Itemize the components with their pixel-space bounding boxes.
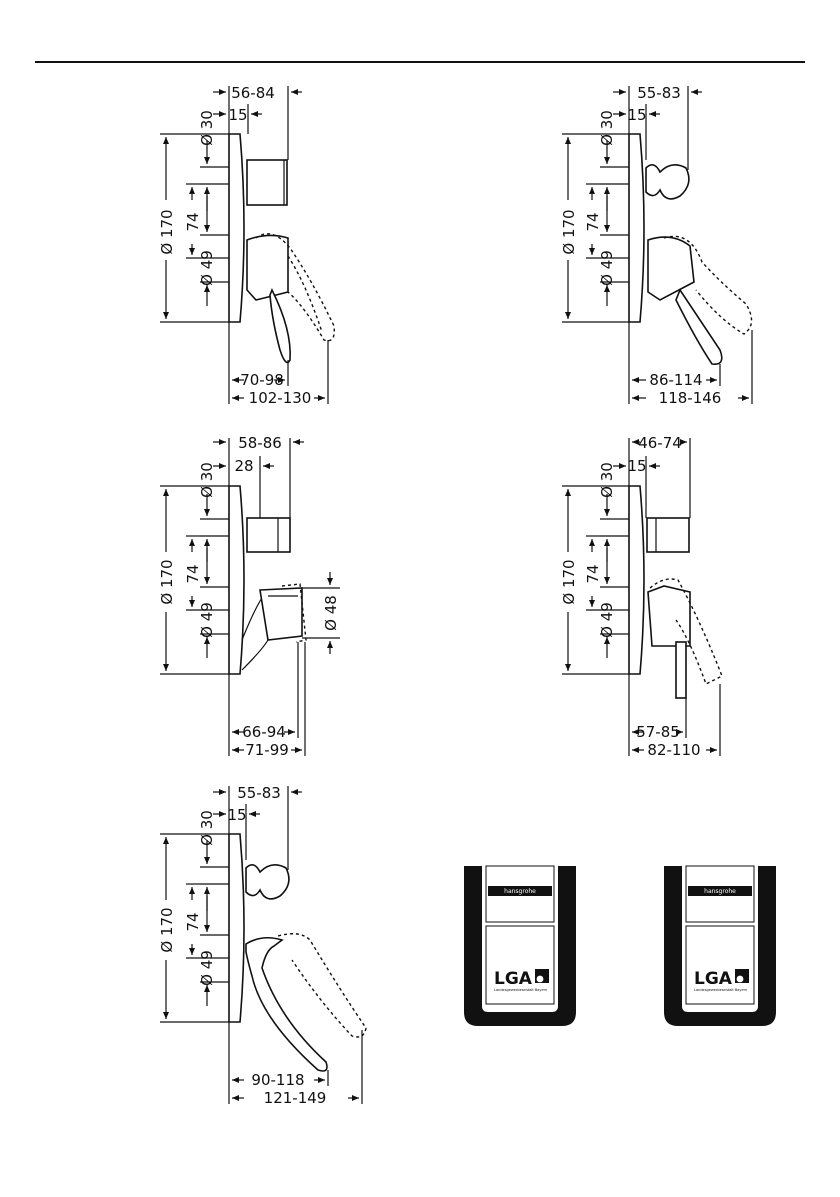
view-3: 58-86 28 Ø 170 Ø 30 74 Ø 49 Ø 48 bbox=[158, 434, 340, 759]
view-1-lower-diameter: Ø 49 bbox=[198, 250, 216, 286]
view-3-side-diameter: Ø 48 bbox=[322, 595, 340, 631]
lever bbox=[246, 938, 327, 1071]
view-1-offset: 15 bbox=[228, 106, 247, 124]
view-2: 55-83 15 Ø 170 Ø 30 74 Ø 49 86-114 11 bbox=[560, 84, 752, 407]
badge-1-logo: LGA bbox=[494, 969, 533, 989]
badge-1-brand: hansgrohe bbox=[504, 888, 536, 895]
wall-plate bbox=[229, 486, 244, 674]
view-3-bottom-2: 71-99 bbox=[245, 741, 289, 759]
view-2-spacing: 74 bbox=[584, 212, 602, 231]
view-5: 55-83 15 Ø 170 Ø 30 74 Ø 49 90-118 12 bbox=[158, 784, 366, 1107]
wall-plate bbox=[629, 486, 644, 674]
view-3-top-diameter: Ø 30 bbox=[198, 462, 216, 498]
diverter-knob bbox=[646, 165, 689, 199]
view-4: 46-74 15 Ø 170 Ø 30 74 Ø 49 57-85 82- bbox=[560, 434, 722, 759]
view-2-bottom-2: 118-146 bbox=[659, 389, 722, 407]
view-2-top-diameter: Ø 30 bbox=[598, 110, 616, 146]
view-2-lower-diameter: Ø 49 bbox=[598, 250, 616, 286]
view-2-total-diameter: Ø 170 bbox=[560, 209, 578, 254]
lever bbox=[676, 290, 722, 364]
lever-alt-position bbox=[278, 934, 366, 1037]
view-4-total-diameter: Ø 170 bbox=[560, 559, 578, 604]
view-5-offset: 15 bbox=[227, 806, 246, 824]
badge-2-caption: Landesgewerbeanstalt Bayern bbox=[694, 988, 747, 992]
mixer-body bbox=[247, 235, 288, 300]
view-1-bottom-1: 70-98 bbox=[240, 371, 284, 389]
badge-2-brand: hansgrohe bbox=[704, 888, 736, 895]
view-4-lower-diameter: Ø 49 bbox=[598, 602, 616, 638]
view-1-spacing: 74 bbox=[184, 212, 202, 231]
badge-2-logo: LGA bbox=[694, 969, 733, 989]
view-3-total-diameter: Ø 170 bbox=[158, 559, 176, 604]
view-5-top-diameter: Ø 30 bbox=[198, 810, 216, 846]
view-5-bottom-1: 90-118 bbox=[251, 1071, 304, 1089]
view-4-spacing: 74 bbox=[584, 564, 602, 583]
view-3-lower-diameter: Ø 49 bbox=[198, 602, 216, 638]
view-5-lower-diameter: Ø 49 bbox=[198, 950, 216, 986]
lever bbox=[676, 642, 686, 698]
view-5-total-diameter: Ø 170 bbox=[158, 907, 176, 952]
lever bbox=[270, 290, 290, 362]
view-3-top-width: 58-86 bbox=[238, 434, 282, 452]
view-1: 56-84 15 Ø 170 Ø 30 74 Ø 49 70-98 bbox=[158, 84, 334, 407]
view-4-bottom-2: 82-110 bbox=[647, 741, 700, 759]
wall-plate bbox=[629, 134, 644, 322]
certification-badge-1: hansgrohe LGA Landesgewerbeanstalt Bayer… bbox=[464, 866, 576, 1026]
view-1-top-diameter: Ø 30 bbox=[198, 110, 216, 146]
view-2-offset: 15 bbox=[627, 106, 646, 124]
wall-plate bbox=[229, 134, 244, 322]
view-4-offset: 15 bbox=[627, 457, 646, 475]
diverter-knob bbox=[246, 865, 289, 899]
mixer-body bbox=[648, 237, 694, 300]
view-2-top-width: 55-83 bbox=[637, 84, 681, 102]
view-3-bottom-1: 66-94 bbox=[242, 723, 286, 741]
view-3-offset: 28 bbox=[234, 457, 253, 475]
view-3-spacing: 74 bbox=[184, 564, 202, 583]
view-5-top-width: 55-83 bbox=[237, 784, 281, 802]
view-1-total-diameter: Ø 170 bbox=[158, 209, 176, 254]
diverter-knob bbox=[247, 160, 287, 205]
view-5-spacing: 74 bbox=[184, 912, 202, 931]
wall-plate bbox=[229, 834, 244, 1022]
certification-badge-2: hansgrohe LGA Landesgewerbeanstalt Bayer… bbox=[664, 866, 776, 1026]
view-4-top-width: 46-74 bbox=[638, 434, 682, 452]
mixer-body bbox=[648, 586, 690, 646]
view-4-bottom-1: 57-85 bbox=[636, 723, 680, 741]
diverter-knob bbox=[247, 518, 290, 552]
view-2-bottom-1: 86-114 bbox=[649, 371, 702, 389]
view-5-bottom-2: 121-149 bbox=[264, 1089, 327, 1107]
diverter-knob bbox=[647, 518, 689, 552]
badge-1-caption: Landesgewerbeanstalt Bayern bbox=[494, 988, 547, 992]
view-1-top-width: 56-84 bbox=[231, 84, 275, 102]
view-1-bottom-2: 102-130 bbox=[249, 389, 312, 407]
view-4-top-diameter: Ø 30 bbox=[598, 462, 616, 498]
